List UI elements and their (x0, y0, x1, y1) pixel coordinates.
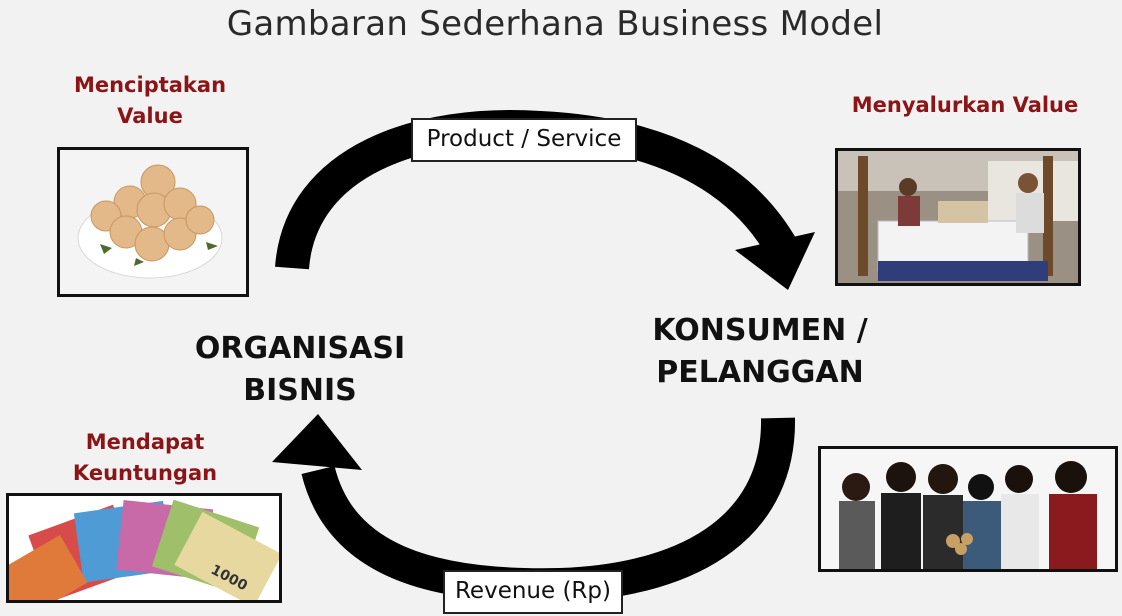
create-value-caption-line2: Value (117, 104, 183, 128)
customers-photo (818, 446, 1118, 572)
product-flow-arrowhead (735, 232, 815, 290)
banknote-photo: 1000 (6, 493, 282, 603)
organization-label-line2: BISNIS (243, 373, 357, 408)
create-value-caption: Menciptakan Value (60, 70, 240, 132)
customer-label: KONSUMEN / PELANGGAN (640, 310, 880, 394)
get-profit-caption: Mendapat Keuntungan (55, 427, 235, 489)
vendor-photo (835, 148, 1081, 286)
snack-photo (57, 147, 249, 297)
customer-label-line1: KONSUMEN / (652, 313, 868, 348)
get-profit-caption-line2: Keuntungan (72, 461, 218, 485)
customer-label-line2: PELANGGAN (656, 355, 864, 390)
revenue-flow-arrow (301, 417, 796, 603)
deliver-value-caption: Menyalurkan Value (851, 93, 1079, 117)
organization-label: ORGANISASI BISNIS (180, 328, 420, 412)
create-value-caption-line1: Menciptakan (73, 73, 227, 97)
organization-label-line1: ORGANISASI (194, 331, 406, 366)
product-service-label: Product / Service (411, 118, 637, 162)
revenue-label: Revenue (Rp) (443, 570, 623, 614)
page-title: Gambaran Sederhana Business Model (226, 4, 884, 44)
revenue-flow-arrowhead (272, 414, 362, 470)
get-profit-caption-line1: Mendapat (85, 430, 205, 454)
